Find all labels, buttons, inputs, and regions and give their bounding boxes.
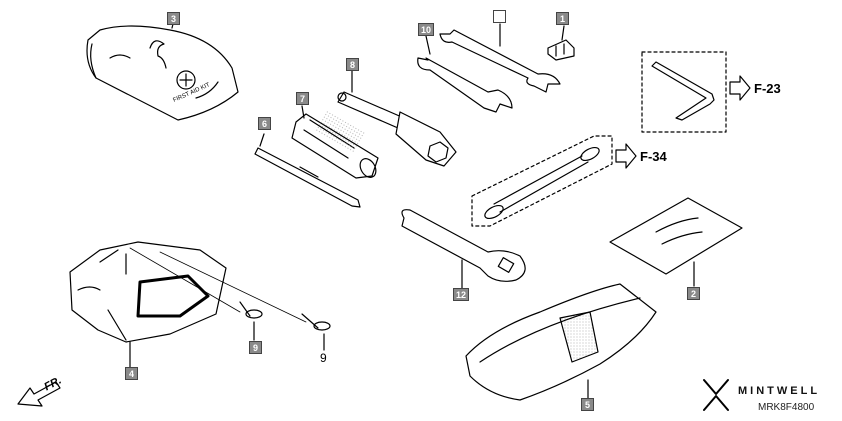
part-code: MRK8F4800 [758, 402, 815, 413]
callout-1: 1 [556, 12, 569, 25]
front-direction-arrow [17, 381, 61, 407]
open-end-wrench-10 [417, 35, 513, 113]
callout-4: 4 [125, 367, 138, 380]
screwdriver-blade [254, 133, 361, 208]
callout-12: 12 [453, 288, 469, 301]
callout-7: 7 [296, 92, 309, 105]
callout-11 [493, 10, 506, 23]
callout-2: 2 [687, 287, 700, 300]
callout-3: 3 [167, 12, 180, 25]
brand-name: MINTWELL [738, 385, 821, 397]
screwdriver-handle [291, 105, 379, 179]
callout-5: 5 [581, 398, 594, 411]
manual-paper [609, 197, 743, 287]
tool-bag [465, 283, 657, 401]
callout-9-right: 9 [320, 351, 327, 365]
brand-logo [703, 379, 729, 411]
socket-wrench [337, 69, 457, 167]
callout-8: 8 [346, 58, 359, 71]
ring-wrench [401, 209, 526, 291]
reference-f34: F-34 [640, 149, 667, 164]
first-aid-kit [86, 19, 239, 121]
screw-left [239, 301, 263, 341]
side-cover [69, 241, 227, 369]
clip-part [547, 25, 575, 61]
allen-key-box [641, 51, 751, 133]
screw-leader-lines [129, 247, 307, 323]
callout-6: 6 [258, 117, 271, 130]
callout-9-left: 9 [249, 341, 262, 354]
cable-box [471, 135, 637, 227]
reference-f23: F-23 [754, 81, 781, 96]
screw-right [301, 313, 331, 351]
open-end-wrench-11 [439, 23, 561, 93]
callout-10: 10 [418, 23, 434, 36]
